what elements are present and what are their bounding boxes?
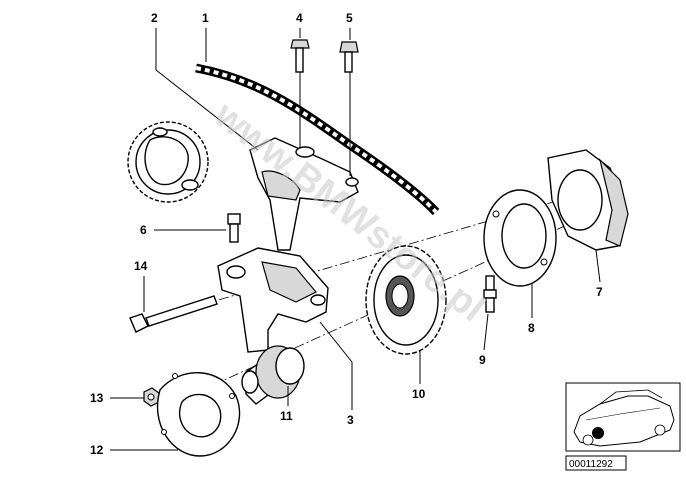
bolt-14[interactable] [129, 295, 218, 333]
callout-numbers: 1 2 3 4 5 6 7 8 9 10 11 12 13 14 [90, 11, 603, 457]
vehicle-thumbnail: 00011292 [565, 382, 681, 471]
bolt-4[interactable] [290, 39, 310, 73]
callout-9: 9 [479, 353, 486, 367]
timing-chain[interactable] [195, 63, 440, 216]
reference-number: 00011292 [569, 459, 613, 470]
tensioner-rail[interactable] [249, 137, 359, 251]
callout-12: 12 [90, 443, 104, 457]
callout-8: 8 [528, 321, 535, 335]
callout-7: 7 [596, 285, 603, 299]
bolt-5[interactable] [339, 41, 359, 73]
callout-1: 1 [202, 11, 209, 25]
callout-2: 2 [151, 11, 158, 25]
nut-13[interactable] [143, 387, 160, 407]
splined-sprocket[interactable] [365, 245, 447, 355]
callout-10: 10 [412, 387, 426, 401]
location-marker-icon [592, 427, 604, 439]
callout-5: 5 [346, 11, 353, 25]
leader-lines [110, 28, 601, 451]
callout-13: 13 [90, 391, 104, 405]
callout-3: 3 [347, 413, 354, 427]
gear-hub[interactable] [241, 345, 305, 405]
bolt-6[interactable] [227, 213, 241, 243]
housing-cover[interactable] [547, 149, 629, 251]
callout-11: 11 [280, 409, 293, 423]
callout-14: 14 [134, 259, 148, 273]
stud-9[interactable] [483, 275, 497, 313]
gasket-plate[interactable] [483, 189, 557, 287]
camshaft-sprocket[interactable] [127, 121, 209, 203]
callout-4: 4 [296, 11, 303, 25]
idler-bracket[interactable] [217, 247, 329, 353]
callout-6: 6 [140, 223, 147, 237]
gasket-12[interactable] [156, 372, 241, 457]
